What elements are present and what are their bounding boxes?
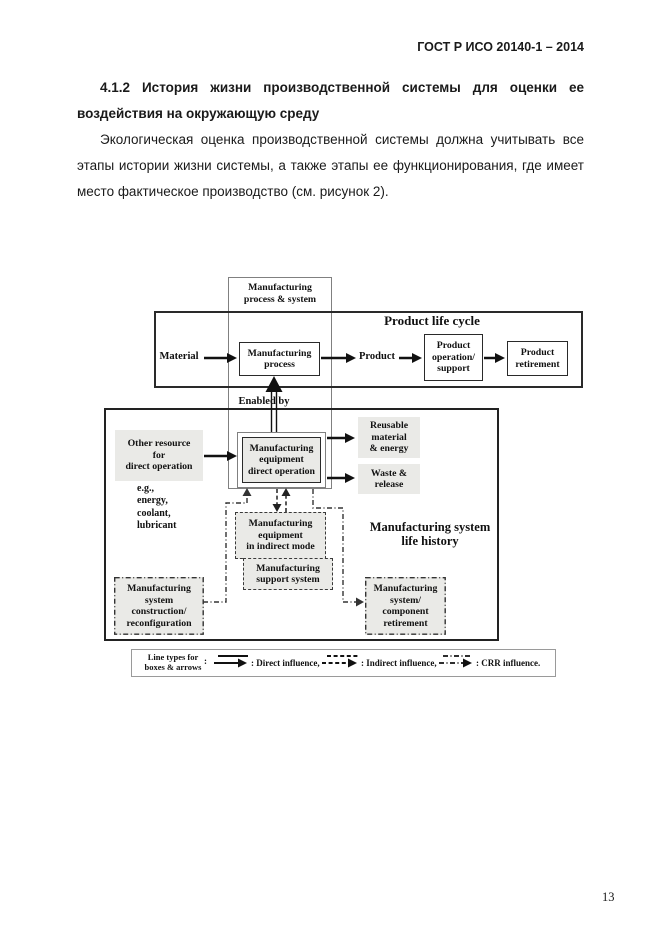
legend-direct-label: : Direct influence, bbox=[251, 658, 320, 668]
process-and-system-frame: Manufacturing process & system bbox=[228, 277, 332, 489]
paragraph-line3: место фактическое производство (см. рису… bbox=[77, 184, 389, 199]
equipment-direct-box: Manufacturing equipment direct operation bbox=[242, 437, 321, 483]
manufacturing-process-box: Manufacturing process bbox=[239, 342, 320, 376]
page-number: 13 bbox=[602, 890, 615, 904]
system-retirement-box: Manufacturing system/ component retireme… bbox=[365, 577, 446, 635]
enabled-by-label: Enabled by bbox=[238, 396, 290, 407]
paragraph-line1: Экологическая оценка производственной си… bbox=[100, 132, 584, 147]
support-system-box: Manufacturing support system bbox=[243, 558, 333, 590]
legend-crr-label: : CRR influence. bbox=[476, 658, 541, 668]
equipment-indirect-box: Manufacturing equipment in indirect mode bbox=[235, 512, 326, 559]
section-heading-line1: 4.1.2 История жизни производственной сис… bbox=[100, 80, 584, 95]
material-label: Material bbox=[159, 351, 199, 362]
waste-release-box: Waste & release bbox=[358, 464, 420, 494]
system-life-history-frame bbox=[104, 408, 499, 641]
section-heading-line2: воздействия на окружающую среду bbox=[77, 106, 320, 121]
product-operation-box: Product operation/ support bbox=[424, 334, 483, 381]
page-header: ГОСТ Р ИСО 20140-1 – 2014 bbox=[417, 40, 584, 54]
product-label: Product bbox=[359, 351, 395, 362]
product-retirement-box: Product retirement bbox=[507, 341, 568, 376]
other-resource-box: Other resource for direct operation bbox=[115, 430, 203, 481]
paragraph-line2: этапы истории жизни системы, а также эта… bbox=[77, 158, 584, 173]
legend-indirect-label: : Indirect influence, bbox=[361, 658, 437, 668]
legend-colon: : bbox=[204, 656, 207, 666]
legend-label: Line types for boxes & arrows bbox=[144, 652, 202, 672]
system-construction-box: Manufacturing system construction/ recon… bbox=[114, 577, 204, 635]
product-life-cycle-title: Product life cycle bbox=[384, 313, 480, 328]
system-life-history-title: Manufacturing system life history bbox=[369, 520, 491, 548]
reusable-material-box: Reusable material & energy bbox=[358, 417, 420, 458]
example-note: e.g., energy, coolant, lubricant bbox=[137, 483, 177, 531]
product-life-cycle-frame bbox=[154, 311, 583, 388]
